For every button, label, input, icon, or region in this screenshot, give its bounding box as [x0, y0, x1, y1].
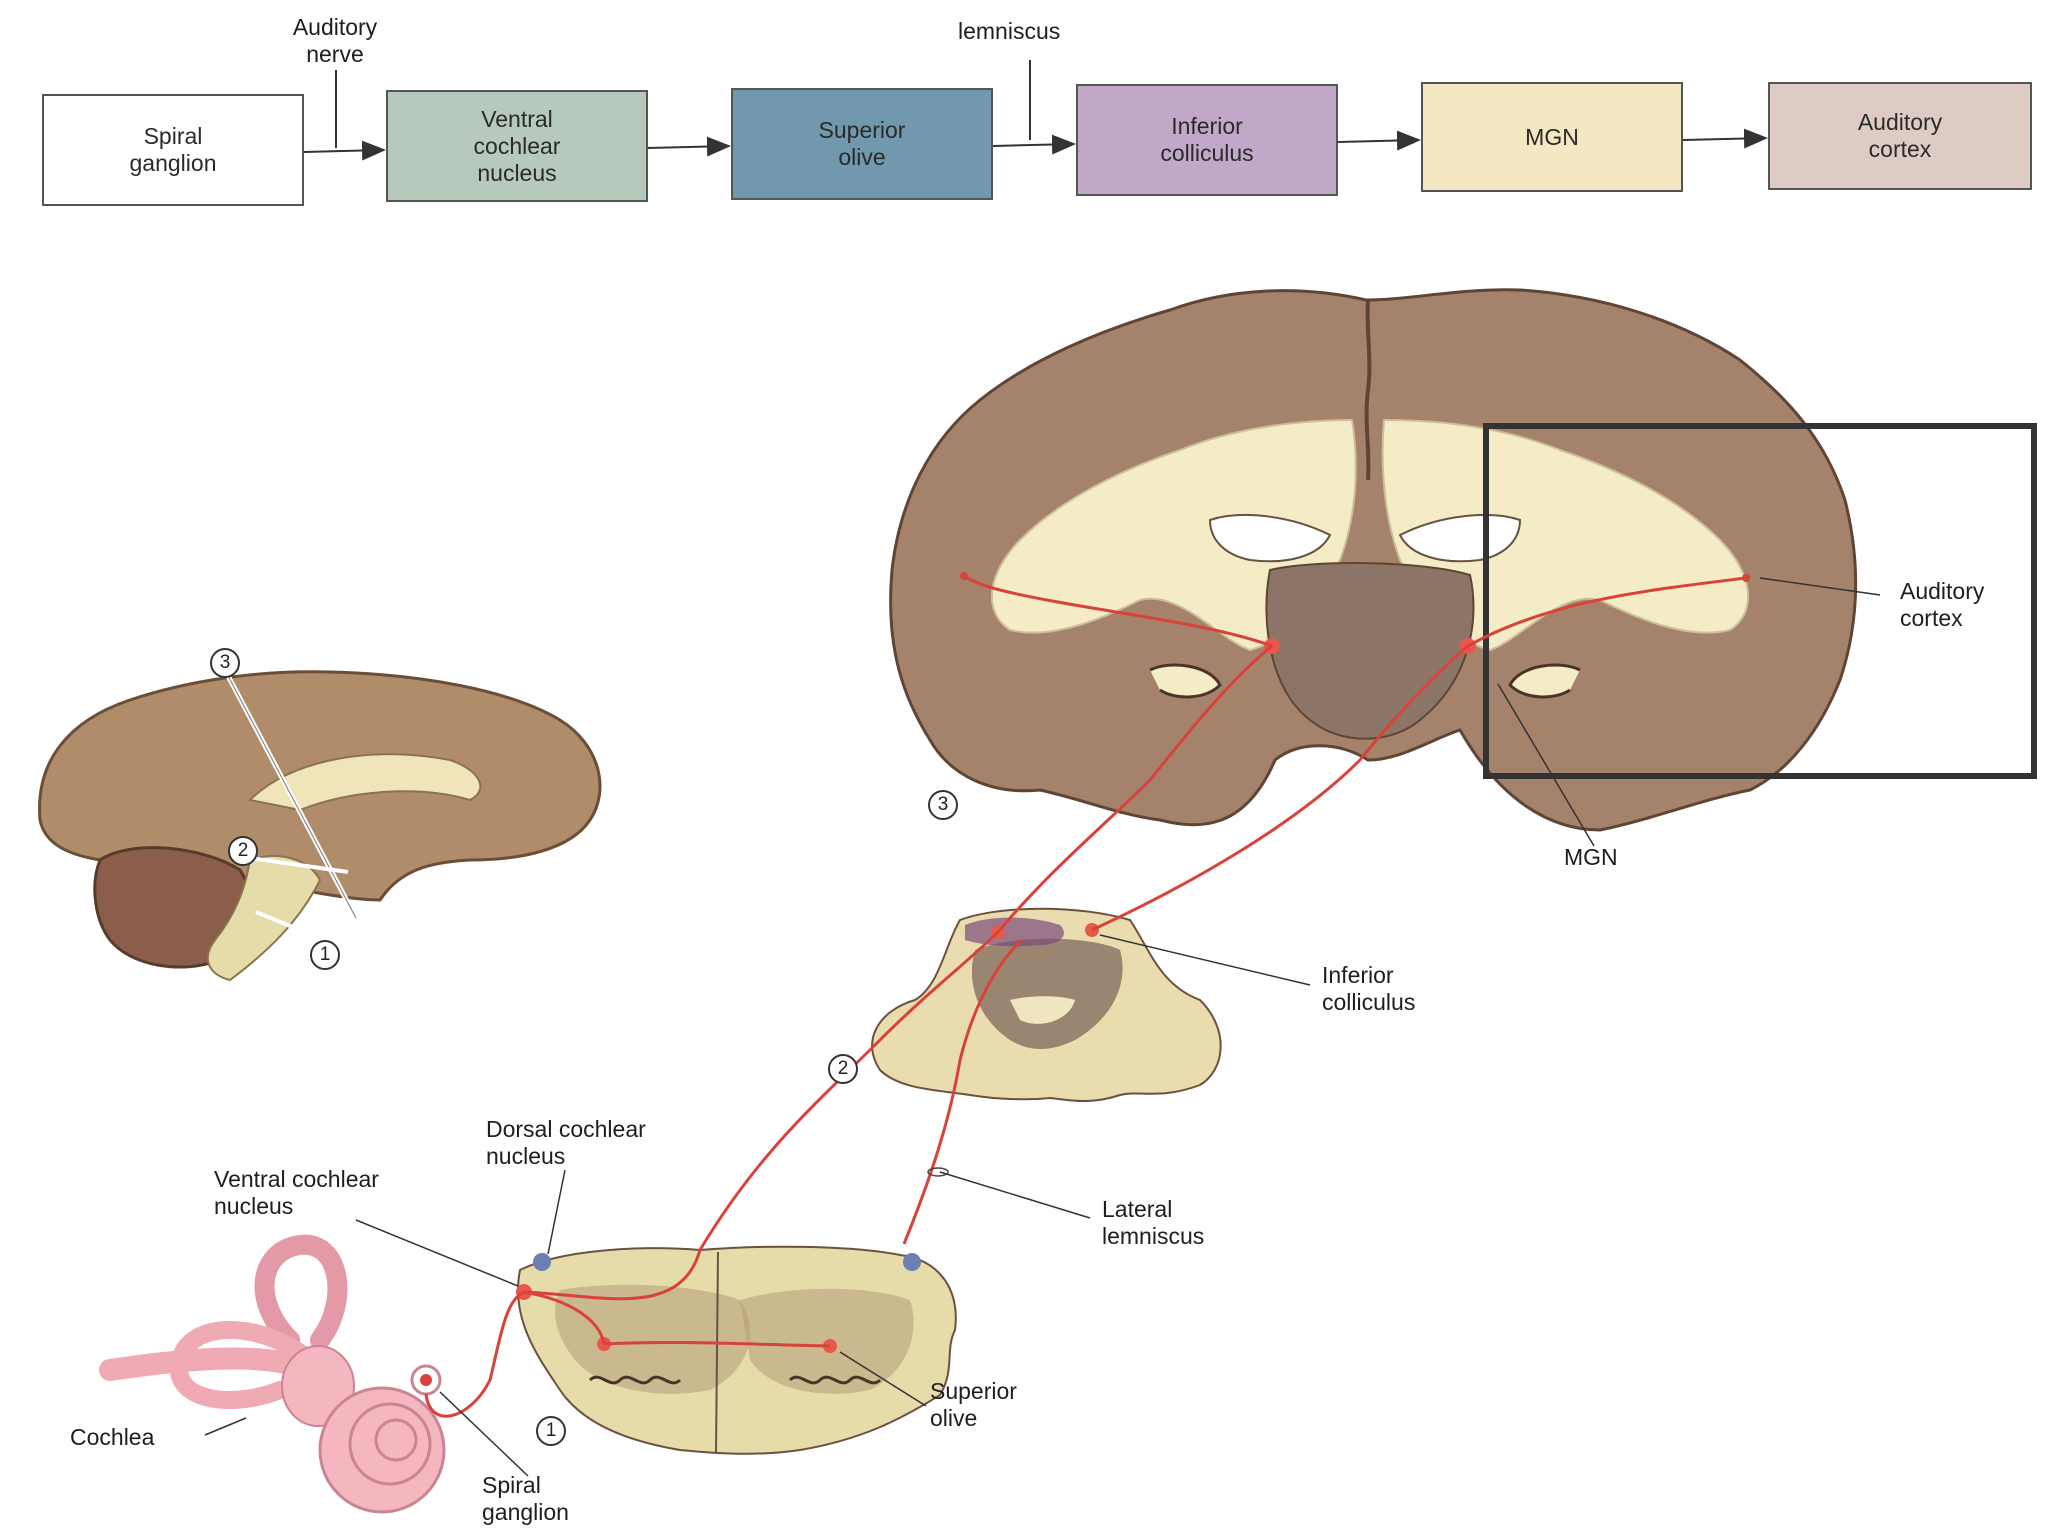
flow-arrow-2	[647, 136, 731, 157]
sagittal-section-line-3-outline	[225, 671, 357, 919]
fiber-cochlea-to-cn	[424, 1290, 525, 1418]
flow-arrow-5	[1682, 128, 1768, 149]
sagittal-section-line-1	[255, 910, 301, 932]
midbrain-gray-core	[971, 938, 1123, 1049]
lemniscus-label: lemniscus	[958, 18, 1061, 44]
leader-ventral-cochlear-nucleus	[355, 1219, 519, 1287]
leader-mgn	[1497, 683, 1595, 847]
label-superior-olive: Superior olive	[930, 1378, 1017, 1431]
fiber-mgn-to-cortex-right	[1467, 576, 1747, 648]
leader-dorsal-cochlear-nucleus	[547, 1169, 566, 1255]
label-inferior-colliculus: Inferior colliculus	[1322, 962, 1416, 1015]
leader-spiral-ganglion	[439, 1391, 529, 1477]
flow-box-auditory-cortex: Auditory cortex	[1768, 82, 2032, 190]
flow-box-ventral-cochlear-nucleus: Ventral cochlear nucleus	[386, 90, 648, 202]
superior-olive-wavy-right	[788, 1375, 882, 1385]
leader-inferior-colliculus	[1099, 934, 1311, 986]
label-lateral-lemniscus: Lateral lemniscus	[1102, 1196, 1205, 1249]
leader-cochlea	[204, 1417, 247, 1436]
flow-box-mgn: MGN	[1421, 82, 1683, 192]
cochlea-spiral-inner	[374, 1418, 418, 1462]
spiral-ganglion-dot	[420, 1374, 432, 1386]
fiber-mgn-to-cortex-left	[963, 574, 1273, 648]
label-spiral-ganglion: Spiral ganglion	[482, 1472, 569, 1525]
fiber-ic-to-mgn-right	[1091, 644, 1469, 932]
vestibule	[281, 1345, 355, 1427]
section-marker-2-midbrain: 2	[828, 1054, 858, 1084]
coronal-brain-section	[889, 288, 1858, 832]
label-ventral-cochlear-nucleus: Ventral cochlear nucleus	[214, 1166, 379, 1219]
auditory-pathway-fibers	[424, 574, 1747, 1418]
label-auditory-cortex: Auditory cortex	[1900, 578, 1985, 631]
fiber-lateral-lemniscus	[902, 938, 1024, 1245]
flow-box-spiral-ganglion: Spiral ganglion	[42, 94, 304, 206]
cochlea-spiral-mid	[348, 1402, 432, 1486]
leader-lateral-lemniscus	[939, 1171, 1091, 1219]
coronal-hippocampus-left	[1149, 663, 1222, 699]
midbrain-pale-region	[1010, 996, 1075, 1024]
flow-arrow-3	[992, 134, 1076, 155]
label-dorsal-cochlear-nucleus: Dorsal cochlear nucleus	[486, 1116, 646, 1169]
coronal-thalamus	[1265, 562, 1475, 740]
label-cochlea: Cochlea	[70, 1424, 155, 1450]
flow-box-superior-olive: Superior olive	[731, 88, 993, 200]
semicircular-canal-top	[254, 1234, 348, 1350]
flow-box-inferior-colliculus: Inferior colliculus	[1076, 84, 1338, 196]
medulla-midline	[715, 1251, 719, 1453]
inferior-colliculus-section	[871, 907, 1222, 1103]
label-mgn: MGN	[1564, 844, 1618, 870]
medulla-section	[516, 1245, 957, 1455]
coronal-ventricle-left	[1208, 514, 1332, 563]
leader-lines	[204, 577, 1881, 1477]
section-marker-2-sagittal: 2	[228, 836, 258, 866]
dorsal-cochlear-nucleus-dot	[533, 1253, 551, 1271]
fiber-ic-to-mgn-left	[996, 644, 1273, 933]
section-marker-3-sagittal: 3	[210, 648, 240, 678]
medulla-inner-gray	[555, 1284, 750, 1394]
cochlear-duct	[99, 1347, 321, 1381]
cochlea-spiral-outer	[318, 1386, 446, 1514]
auditory-nerve-label: Auditory nerve	[292, 14, 378, 67]
fiber-cn-to-so	[523, 1290, 606, 1345]
leader-superior-olive	[839, 1351, 927, 1407]
coronal-midline-fissure	[1364, 299, 1372, 481]
superior-olive-wavy-left	[588, 1375, 682, 1385]
flow-arrow-1	[303, 140, 386, 161]
flow-arrow-4	[1337, 130, 1421, 151]
sagittal-section-line-2	[249, 856, 349, 874]
cochlea-illustration	[99, 1234, 446, 1514]
section-marker-1-sagittal: 1	[310, 940, 340, 970]
flow-arrows	[303, 60, 1768, 161]
dorsal-cochlear-right-dot	[903, 1253, 921, 1271]
sagittal-brain	[38, 670, 602, 982]
sagittal-corpus-callosum	[247, 753, 482, 812]
section-marker-1-medulla: 1	[536, 1416, 566, 1446]
auditory-cortex-highlight-frame	[1483, 423, 2037, 779]
fiber-cn-to-ic	[523, 930, 1000, 1301]
coronal-hippocampus-right	[1508, 663, 1581, 699]
leader-auditory-cortex	[1759, 577, 1881, 596]
section-marker-3-coronal: 3	[928, 790, 958, 820]
lateral-lemniscus-marker	[927, 1167, 949, 1177]
coronal-ventricle-right	[1398, 514, 1522, 563]
fiber-so-to-lateral-lemniscus	[603, 1340, 831, 1348]
